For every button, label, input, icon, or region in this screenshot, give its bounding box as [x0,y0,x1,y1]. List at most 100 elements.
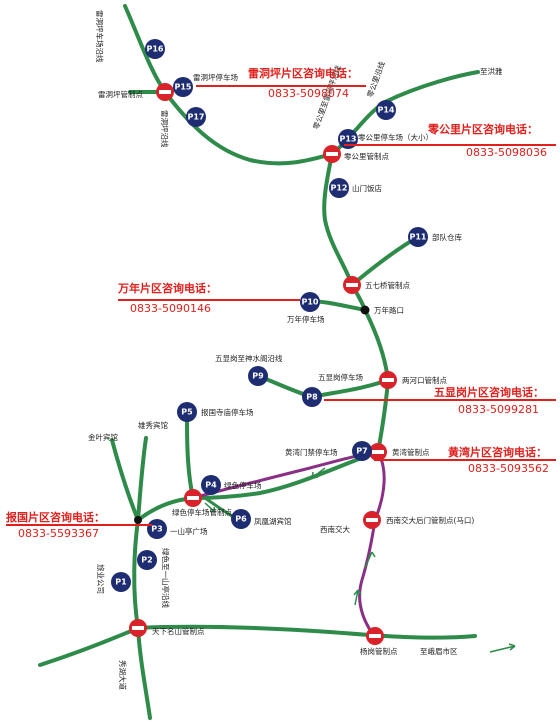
label-wuxiangang-lot: 五显岗停车场 [318,372,363,382]
arrow-1 [204,502,216,513]
svg-text:P17: P17 [188,113,205,122]
arrow-3 [364,551,376,569]
place-labels: 雷洞坪停车场 雷洞坪管制点 雷洞坪车场沿线 雷洞坪沿线 至洪雅 零公里停车场（大… [88,10,503,690]
parking-badge-p5: P5 [177,402,197,422]
road-baoguo-tianxia [132,518,140,630]
parking-badge-p6: P6 [231,509,251,529]
label-zhihongya: 至洪雅 [480,66,503,76]
parking-badge-p11: P11 [408,227,428,247]
road-lianghekou-huangwan [376,378,390,454]
hotline-linggongli-title: 零公里片区咨询电话： [427,122,538,136]
arrow-5 [489,643,516,653]
noentry-icon-lianghekou [379,371,397,389]
parking-badge-p7: P7 [352,441,372,461]
svg-text:P15: P15 [175,83,192,92]
svg-text:P4: P4 [205,481,217,490]
svg-text:P2: P2 [141,556,152,565]
parking-badge-p12: P12 [329,178,349,198]
svg-text:P10: P10 [302,298,319,307]
hotline-linggongli-phone: 0833-5098036 [466,146,547,159]
wannian-junction-dot [360,305,370,315]
label-lianghekou: 两河口管制点 [402,375,447,385]
road-huangwan-green [191,450,380,500]
label-xinan-jiaoda-gate: 西南交大后门管制点(马口) [386,515,474,525]
purple-route-south [358,450,386,635]
hotline-huangwan: 黄湾片区咨询电话： 0833-5093562 [374,445,556,475]
arrow-2 [311,467,326,479]
hotline-leidongping: 雷洞坪片区咨询电话： 0833-5098074 [196,66,366,100]
noentry-icon-leidongping [156,83,174,101]
label-lvye-company: 旅业公司 [96,564,106,594]
parking-badge-p1: P1 [111,572,131,592]
checkpoints [129,83,397,645]
road-linggongli-wuqiqiao [322,152,354,287]
label-linggongli-lot: 零公里停车场（大小） [358,132,433,142]
svg-text:P1: P1 [115,578,127,587]
label-huangwanmen-lot: 黄湾门禁停车场 [285,447,338,457]
label-green-lot: 绿色停车场 [224,480,262,490]
label-leidongping-road: 雷洞坪车场沿线 [95,10,105,63]
label-linggongli-road-b: 零公里沿线 [364,60,386,99]
noentry-icon-green-lot [184,489,202,507]
hotline-huangwan-title: 黄湾片区咨询电话： [448,445,547,459]
label-wannian-junction: 万年路口 [374,305,404,315]
noentry-icon-wuqiqiao [343,276,361,294]
svg-text:P11: P11 [410,233,427,242]
svg-text:P8: P8 [306,393,318,402]
label-xiuhu-road: 秀湖大道 [118,660,128,690]
svg-text:P12: P12 [331,184,348,193]
baoguo-junction-dot [134,516,142,524]
hotline-wuxiangang: 五显岗片区咨询电话： 0833-5099281 [324,385,556,416]
parking-badge-p10: P10 [300,292,320,312]
road-wannian-lianghekou [363,308,390,382]
noentry-icon-xinan-jiaoda [363,511,381,529]
svg-text:P13: P13 [340,135,357,144]
label-xinan-jiaoda: 西南交大 [320,524,350,534]
hotline-baoguo-title: 报国片区咨询电话： [6,510,105,524]
parking-badge-p14: P14 [376,100,396,120]
hotline-baoguo: 报国片区咨询电话： 0833-5593367 [6,510,152,540]
label-xiuxiu-hotel: 雄秀宾馆 [138,420,168,430]
label-wuqiqiao: 五七桥管制点 [365,280,410,290]
label-budui-warehouse: 部队仓库 [432,232,462,242]
svg-text:P5: P5 [181,408,193,417]
label-linggongli-checkpoint: 零公里管制点 [344,151,389,161]
road-leidongping-linggongli [163,90,334,166]
noentry-icon-huangwan [369,443,387,461]
noentry-icon-linggongli [323,145,341,163]
label-yanggang: 杨岗管制点 [360,646,398,656]
label-linggongli-road2: 雷洞坪沿线 [160,110,170,148]
svg-text:P3: P3 [151,525,162,534]
label-shanmen-hotel: 山门饭店 [352,183,382,193]
svg-text:P9: P9 [252,372,264,381]
arrow-4 [353,589,362,606]
hotline-linggongli: 零公里片区咨询电话： 0833-5098036 [344,122,556,159]
road-baoguosi [185,418,195,500]
label-yishanting: 一山亭广场 [170,526,208,536]
parking-badge-p15: P15 [173,77,193,97]
svg-text:P16: P16 [147,45,164,54]
svg-text:P7: P7 [356,447,367,456]
label-tianxia-checkpoint: 天下名山管制点 [152,626,205,636]
hotline-wannian-phone: 0833-5090146 [130,302,211,315]
parking-badges: P16 P15 P17 P14 P13 P12 P11 P10 P9 P8 P7… [111,39,428,592]
label-emei-city: 至峨眉市区 [420,646,458,656]
purple-route-main [191,450,380,500]
label-wuxiangang-road: 五显岗至神水阁沿线 [215,353,283,363]
hotline-leidongping-phone: 0833-5098074 [268,87,349,100]
label-fenghuanghu: 凤凰湖宾馆 [254,516,292,526]
parking-badge-p2: P2 [137,550,157,570]
direction-arrows [204,467,516,653]
parking-badge-p4: P4 [201,475,221,495]
svg-text:P6: P6 [235,515,247,524]
label-jinding-hotel: 金叶宾馆 [88,432,118,442]
label-leidongping-lot: 雷洞坪停车场 [193,72,238,82]
label-wannian-lot: 万年停车场 [287,314,325,324]
label-huangwan-checkpoint: 黄湾管制点 [392,447,430,457]
label-leidongping-checkpoint: 雷洞坪管制点 [98,89,143,99]
noentry-icon-tianxia [129,619,147,637]
hotline-wannian: 万年片区咨询电话： 0833-5090146 [117,281,300,315]
hotline-wannian-title: 万年片区咨询电话： [117,281,217,295]
road-budui-branch [350,235,420,287]
